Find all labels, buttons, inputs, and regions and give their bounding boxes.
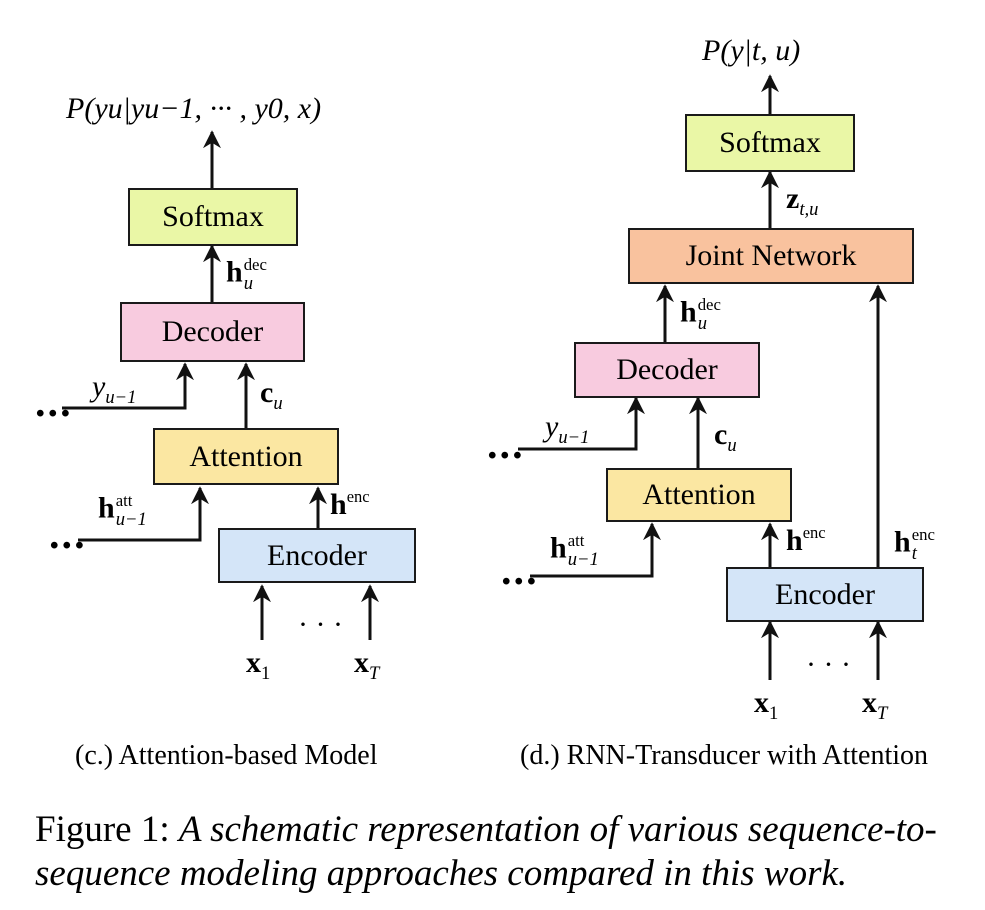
left-decoder-box: Decoder bbox=[120, 302, 305, 362]
right-joint-network-box: Joint Network bbox=[628, 228, 914, 284]
right-attention-label: Attention bbox=[642, 478, 756, 511]
left-c-label: cu bbox=[260, 376, 283, 414]
right-arrow-hatt bbox=[530, 522, 661, 578]
right-encoder-box: Encoder bbox=[726, 567, 924, 622]
left-softmax-box: Softmax bbox=[128, 188, 298, 246]
left-henc-label: henc bbox=[330, 486, 370, 521]
right-decoder-label: Decoder bbox=[616, 353, 718, 386]
right-z-label: zt,u bbox=[786, 182, 819, 220]
left-xT-label: xT bbox=[354, 646, 380, 684]
left-yprev-ellipsis: ... bbox=[34, 383, 72, 425]
right-joint-network-label: Joint Network bbox=[685, 239, 857, 272]
left-attention-box: Attention bbox=[153, 428, 339, 485]
right-caption: (d.) RNN-Transducer with Attention bbox=[520, 740, 929, 771]
right-dots-mid: · · · bbox=[806, 648, 851, 681]
left-x1-label: x1 bbox=[246, 646, 271, 684]
right-decoder-box: Decoder bbox=[574, 342, 760, 398]
right-xT-label: xT bbox=[862, 686, 888, 724]
left-caption: (c.) Attention-based Model bbox=[75, 740, 378, 771]
right-yprev-label: yu−1 bbox=[545, 410, 590, 448]
right-hatt-ellipsis: ... bbox=[500, 551, 538, 593]
left-arrow-yprev bbox=[62, 362, 194, 410]
left-output-label: P(yu|yu−1, ··· , y0, x) bbox=[66, 92, 322, 125]
figure-caption-label: Figure 1: bbox=[35, 809, 170, 850]
right-encoder-label: Encoder bbox=[775, 577, 875, 611]
right-attention-box: Attention bbox=[606, 468, 792, 522]
right-yprev-ellipsis: ... bbox=[486, 425, 524, 467]
right-softmax-box: Softmax bbox=[685, 114, 855, 172]
left-dots-mid: · · · bbox=[298, 608, 343, 641]
left-arrow-hatt bbox=[78, 486, 209, 542]
right-arrow-yprev bbox=[518, 396, 645, 451]
left-attention-label: Attention bbox=[189, 439, 303, 473]
left-decoder-label: Decoder bbox=[161, 315, 264, 348]
right-output-label: P(y|t, u) bbox=[702, 34, 801, 67]
left-yprev-label: yu−1 bbox=[92, 370, 137, 408]
right-x1-label: x1 bbox=[754, 686, 779, 724]
right-softmax-label: Softmax bbox=[719, 126, 821, 159]
left-hatt-ellipsis: ... bbox=[48, 515, 86, 557]
left-encoder-box: Encoder bbox=[218, 528, 416, 583]
figure-caption: Figure 1: A schematic representation of … bbox=[35, 808, 965, 896]
right-c-label: cu bbox=[714, 418, 737, 456]
right-henc-label: henc bbox=[786, 522, 826, 557]
left-encoder-label: Encoder bbox=[267, 538, 367, 572]
left-softmax-label: Softmax bbox=[162, 200, 264, 233]
figure-caption-text: A schematic representation of various se… bbox=[35, 809, 937, 894]
